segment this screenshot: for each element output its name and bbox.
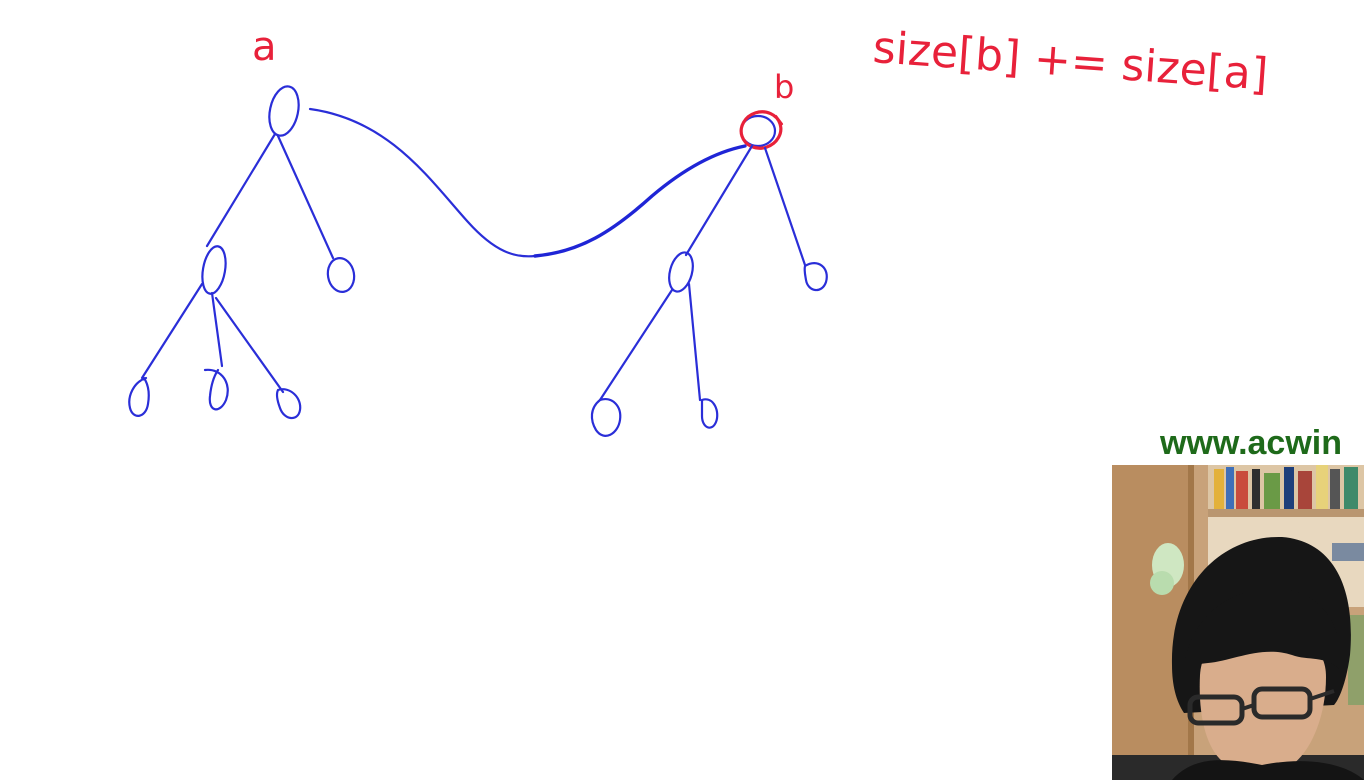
tree-b-right-leaf xyxy=(803,262,828,292)
tree-b-leaf-1 xyxy=(590,398,622,437)
tree-b-edge-root-left xyxy=(684,144,754,257)
tree-a-edge-mid-center xyxy=(210,291,224,368)
webcam-overlay xyxy=(1112,465,1364,780)
tree-b-root-highlight xyxy=(739,110,783,150)
tree-a xyxy=(128,85,356,420)
tree-a-mid-node xyxy=(201,245,227,295)
tree-b-edge-mid-center xyxy=(687,282,702,402)
tree-a-edge-root-left xyxy=(205,132,277,248)
webcam-scene xyxy=(1112,465,1364,780)
tree-b-mid-node xyxy=(668,251,694,293)
tree-a-leaf-1 xyxy=(128,376,150,417)
tree-a-right-leaf xyxy=(326,257,356,293)
tree-b-edge-root-right xyxy=(763,146,807,267)
union-connection-thin xyxy=(308,107,537,258)
union-connection-bold xyxy=(533,144,747,258)
tree-a-leaf-2 xyxy=(203,368,229,411)
site-watermark: www.acwin xyxy=(1160,424,1343,462)
label-b: b xyxy=(774,68,794,106)
tree-a-edge-mid-left xyxy=(140,282,204,380)
tree-a-root-node xyxy=(268,85,300,137)
tree-a-edge-mid-right xyxy=(214,296,285,394)
tree-a-leaf-3 xyxy=(275,388,302,420)
formula-text: size[b] += size[a] xyxy=(871,22,1269,100)
cursor-mark xyxy=(774,114,784,126)
tree-a-edge-root-right xyxy=(276,134,335,260)
tree-b-leaf-2 xyxy=(700,398,719,429)
label-a: a xyxy=(252,24,277,70)
tree-b-edge-mid-left xyxy=(598,288,674,402)
tree-b xyxy=(590,110,828,437)
